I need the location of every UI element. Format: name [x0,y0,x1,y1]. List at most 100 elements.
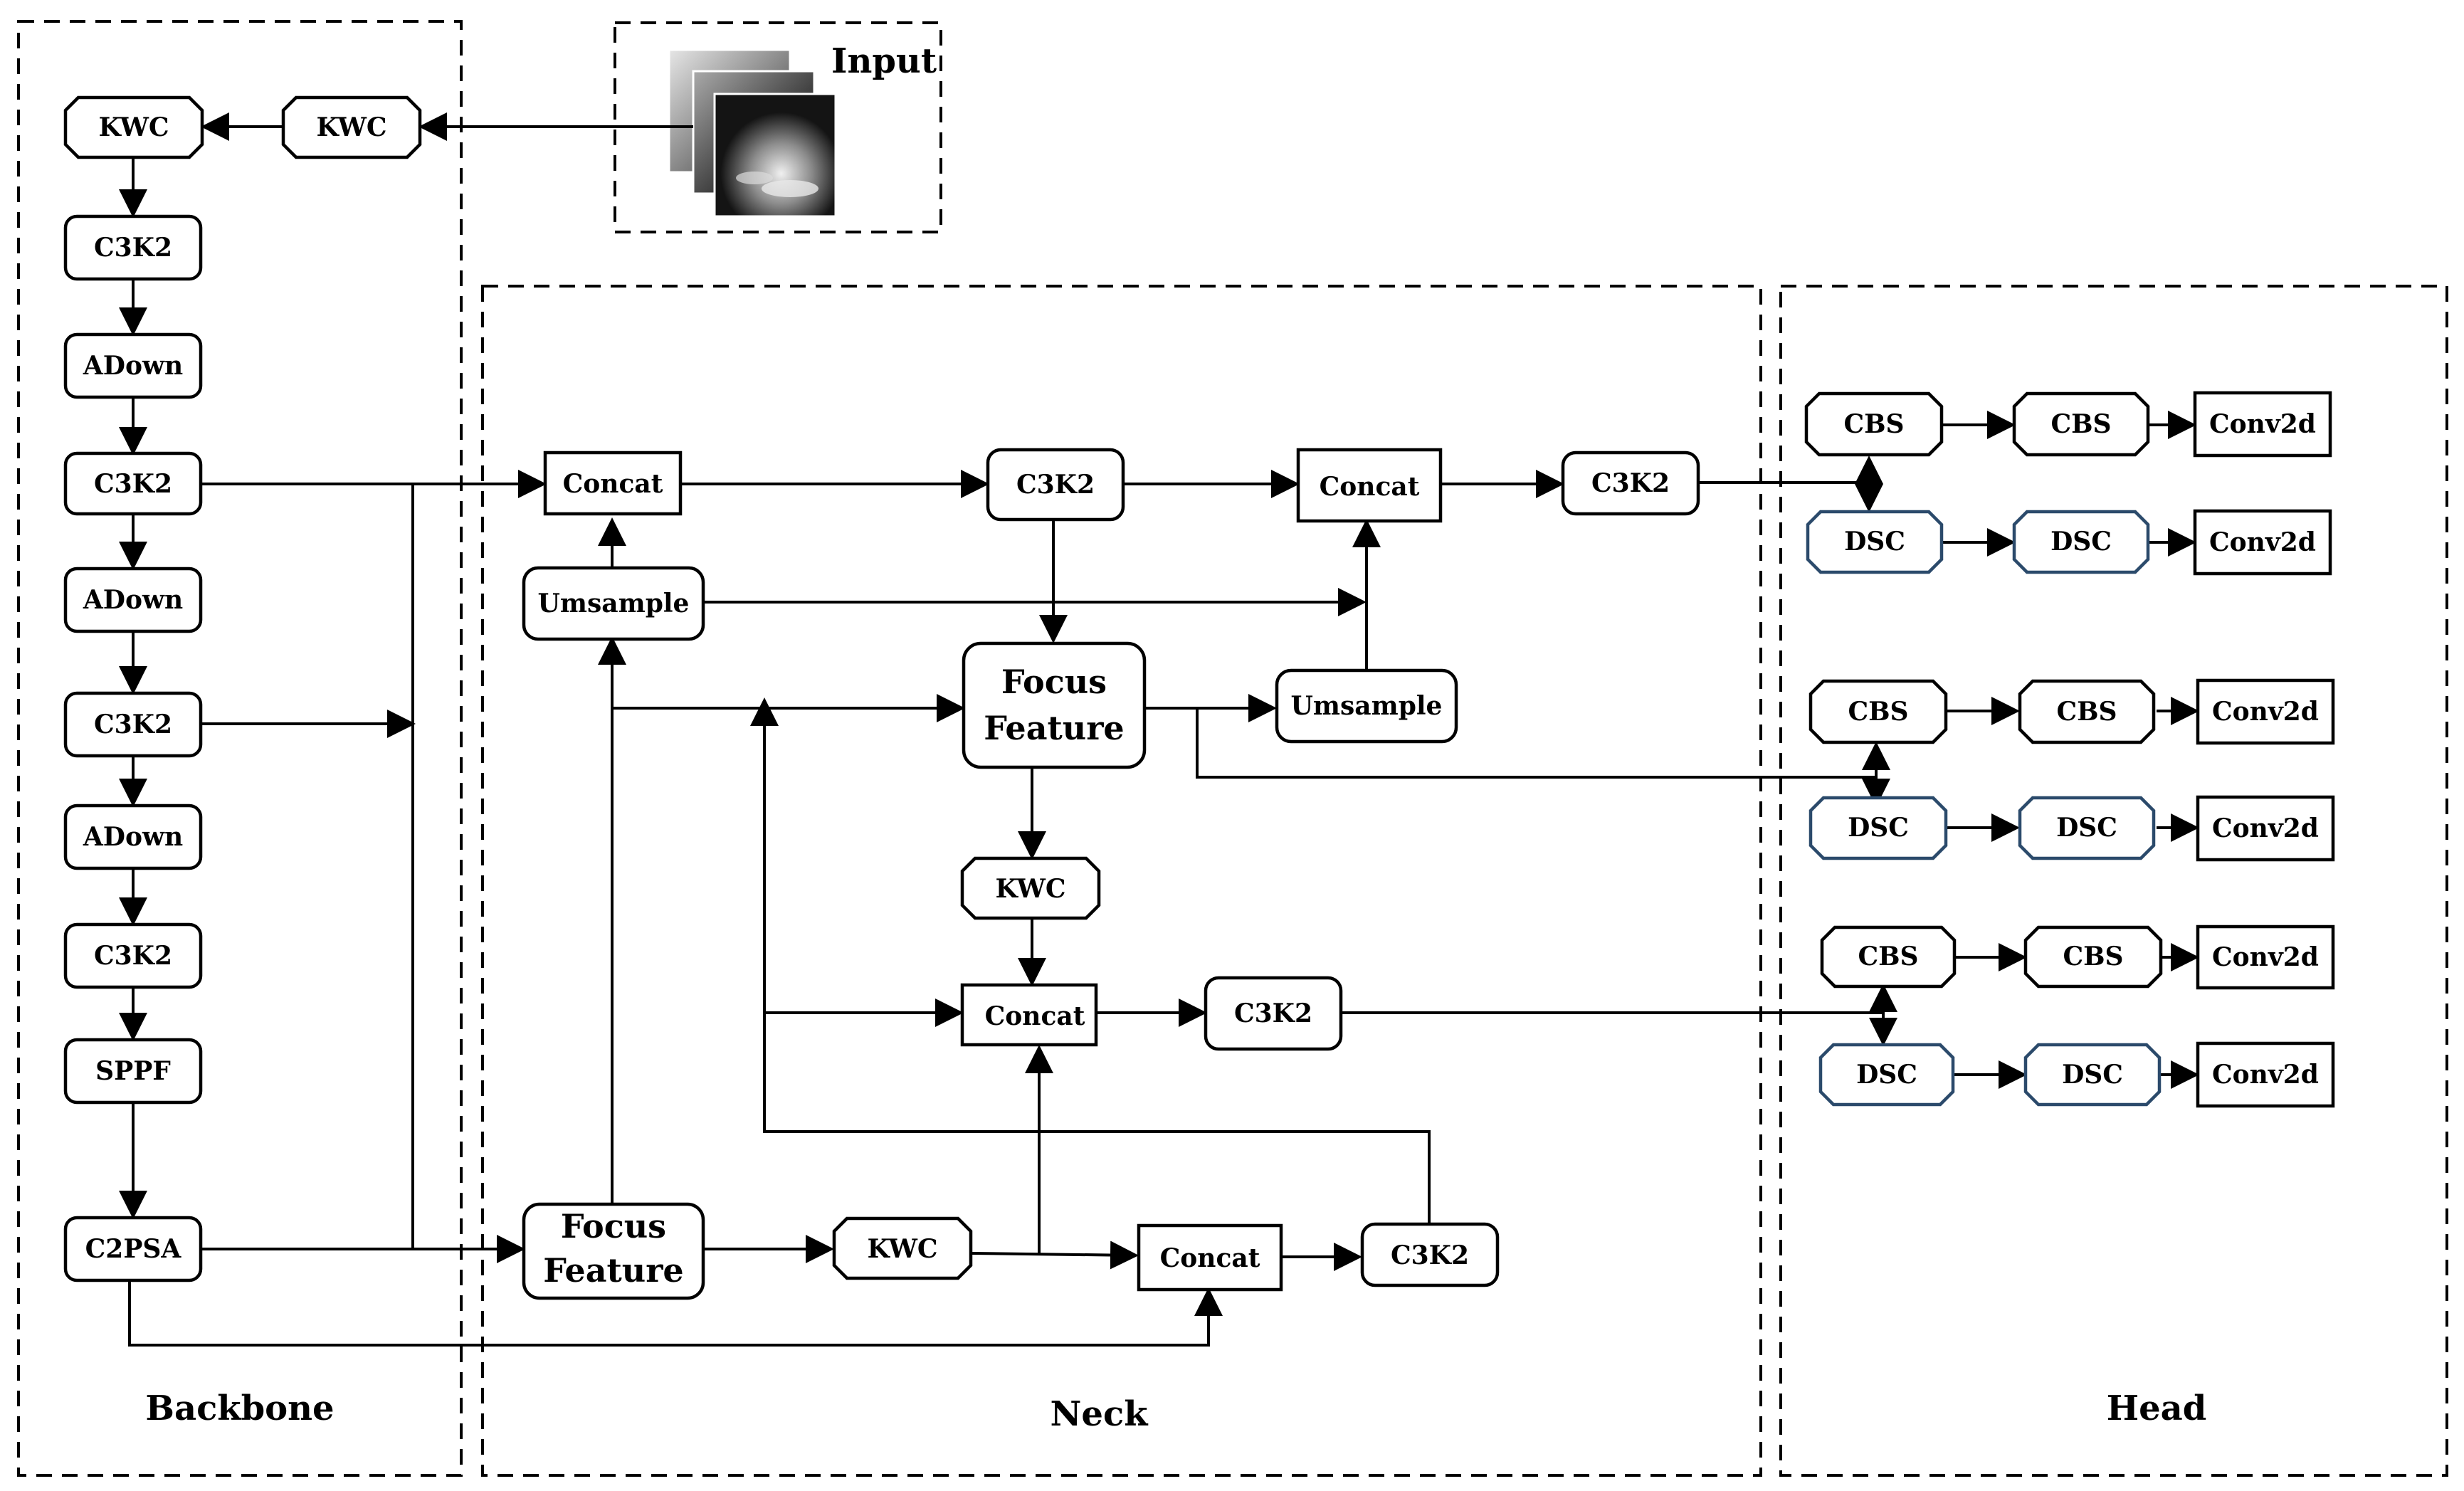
dsc-node: DSC [1808,796,1948,860]
conv2d-node: Conv2d [2196,924,2335,990]
svg-text:Focus: Focus [561,1207,666,1245]
svg-text:KWC: KWC [98,112,169,142]
svg-text:Feature: Feature [984,709,1124,747]
head-row-3: CBS CBS Conv2d DSC DSC Conv2d [1818,924,2335,1108]
neck-label: Neck [1051,1394,1149,1434]
c3k2-node-mid: C3K2 [1204,976,1343,1051]
dsc-node: DSC [2012,510,2150,574]
kwc-node-a: KWC [63,95,204,159]
adown-node-3: ADown [63,804,203,870]
svg-text:DSC: DSC [1844,527,1905,557]
backbone-nodes: KWC KWC C3K2 ADown C3K2 ADown C3K2 ADow [63,95,422,1282]
svg-text:Concat: Concat [1160,1243,1260,1273]
umsample-node-right: Umsample [1275,668,1458,744]
svg-text:C2PSA: C2PSA [85,1234,182,1264]
c3k2-node-3: C3K2 [63,691,203,758]
svg-text:C3K2: C3K2 [94,233,172,263]
svg-text:C3K2: C3K2 [1016,470,1095,500]
svg-text:Conv2d: Conv2d [2212,697,2319,727]
svg-text:Concat: Concat [1320,472,1420,502]
input-image-stack [668,48,837,218]
svg-text:C3K2: C3K2 [94,941,172,971]
concat-node-top-right: Concat [1296,448,1443,523]
neck-group [481,285,1762,1477]
conv2d-node: Conv2d [2196,678,2335,745]
svg-text:Conv2d: Conv2d [2212,942,2319,972]
svg-text:Conv2d: Conv2d [2209,409,2316,439]
svg-text:C3K2: C3K2 [94,469,172,499]
cbs-node: CBS [2012,391,2150,457]
kwc-node-mid: KWC [960,856,1101,920]
svg-text:DSC: DSC [2056,813,2117,843]
adown-node-1: ADown [63,332,203,399]
svg-text:CBS: CBS [1848,697,1908,727]
svg-text:C3K2: C3K2 [1591,468,1670,498]
umsample-node-left: Umsample [522,566,705,641]
dsc-node: DSC [2023,1043,2162,1107]
c3k2-node-1: C3K2 [63,214,203,281]
cbs-node: CBS [2018,679,2156,744]
svg-text:DSC: DSC [2062,1060,2123,1090]
svg-text:KWC: KWC [316,112,386,142]
conv2d-node: Conv2d [2193,391,2332,458]
focus-feature-node-mid: Focus Feature [962,641,1147,769]
cbs-node: CBS [2023,925,2163,989]
kwc-node-b: KWC [281,95,422,159]
dsc-node: DSC [1806,510,1944,574]
svg-text:ADown: ADown [83,822,183,852]
dsc-node: DSC [1818,1043,1955,1107]
neck-nodes: Concat Umsample C3K2 Concat C3K2 Focus F… [522,448,1700,1300]
conv2d-node: Conv2d [2196,1041,2335,1108]
c3k2-node-top: C3K2 [986,448,1125,522]
head-row-2: CBS CBS Conv2d DSC DSC Conv2d [1808,678,2335,862]
svg-text:CBS: CBS [2063,942,2123,971]
svg-text:DSC: DSC [2050,527,2112,557]
c2psa-node: C2PSA [63,1216,203,1282]
c3k2-node-4: C3K2 [63,922,203,989]
head-row-1: CBS CBS Conv2d DSC DSC Conv2d [1804,391,2332,576]
c3k2-node-bottom: C3K2 [1360,1222,1500,1287]
conv2d-node: Conv2d [2193,509,2332,576]
concat-node-bottom: Concat [1137,1223,1283,1292]
svg-text:DSC: DSC [1848,813,1909,843]
svg-text:ADown: ADown [83,351,183,381]
head-label: Head [2107,1389,2207,1428]
svg-text:C3K2: C3K2 [94,710,172,739]
svg-text:CBS: CBS [1843,409,1904,439]
svg-text:CBS: CBS [1858,942,1918,971]
adown-node-2: ADown [63,567,203,633]
svg-text:Conv2d: Conv2d [2212,813,2319,843]
svg-text:Focus: Focus [1001,663,1107,701]
focus-feature-node-bottom: Focus Feature [522,1202,705,1300]
dsc-node: DSC [2018,796,2156,860]
cbs-node: CBS [1804,391,1944,457]
head-nodes: CBS CBS Conv2d DSC DSC Conv2d [1804,391,2335,1108]
svg-text:Concat: Concat [563,469,663,499]
svg-text:Conv2d: Conv2d [2212,1060,2319,1090]
svg-text:ADown: ADown [83,585,183,615]
cbs-node: CBS [1808,679,1948,744]
c3k2-node-2: C3K2 [63,451,203,516]
cbs-node: CBS [1820,925,1957,989]
c3k2-node-top-right: C3K2 [1561,451,1700,516]
kwc-node-bottom: KWC [832,1216,973,1280]
svg-text:Conv2d: Conv2d [2209,527,2316,557]
svg-text:Concat: Concat [985,1001,1085,1031]
svg-text:CBS: CBS [2050,409,2111,439]
svg-text:CBS: CBS [2056,697,2117,727]
connections [119,112,2199,1347]
input-label: Input [831,41,937,81]
concat-node-mid: Concat [960,983,1098,1047]
svg-text:DSC: DSC [1856,1060,1917,1090]
sppf-node: SPPF [63,1038,203,1105]
svg-text:Feature: Feature [543,1251,683,1290]
svg-text:KWC: KWC [995,874,1065,904]
svg-text:C3K2: C3K2 [1391,1240,1469,1270]
svg-text:KWC: KWC [867,1234,937,1264]
input-group [614,21,942,233]
svg-text:Umsample: Umsample [1291,691,1443,721]
backbone-label: Backbone [145,1389,334,1428]
head-group [1779,285,2448,1477]
concat-node-top-left: Concat [543,451,683,516]
